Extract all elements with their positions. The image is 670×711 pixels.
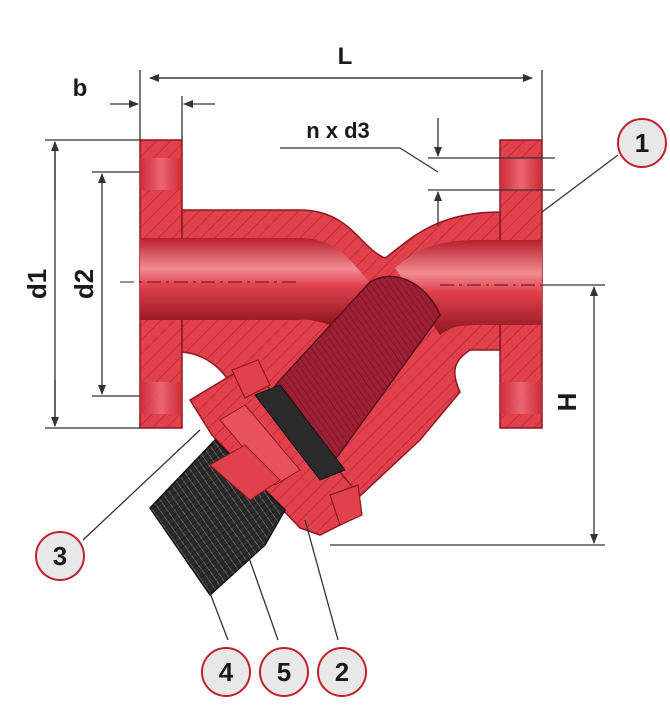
callout-5-label: 5	[277, 657, 291, 687]
bolt-hole-left-bottom	[140, 382, 182, 414]
callout-1: 1	[617, 118, 667, 168]
dim-label-d1: d1	[22, 269, 52, 299]
callout-2-label: 2	[335, 657, 349, 687]
callout-4: 4	[201, 647, 251, 697]
bolt-hole-right-top	[500, 158, 542, 190]
callout-3-label: 3	[53, 541, 67, 571]
callout-3: 3	[35, 531, 85, 581]
dim-label-n-x-d3: n x d3	[306, 118, 370, 143]
dim-label-d2: d2	[69, 269, 99, 299]
valve-body	[120, 139, 560, 536]
dimension-lines	[45, 70, 619, 641]
dim-label-b: b	[73, 75, 88, 102]
callout-4-label: 4	[219, 657, 234, 687]
callout-1-label: 1	[635, 128, 649, 158]
bolt-hole-right-bottom	[500, 382, 542, 414]
callout-2: 2	[317, 647, 367, 697]
callout-5: 5	[259, 647, 309, 697]
dim-label-H: H	[552, 393, 582, 412]
bolt-hole-left-top	[140, 158, 182, 190]
dim-label-L: L	[338, 43, 353, 70]
thread-ring	[254, 384, 346, 481]
